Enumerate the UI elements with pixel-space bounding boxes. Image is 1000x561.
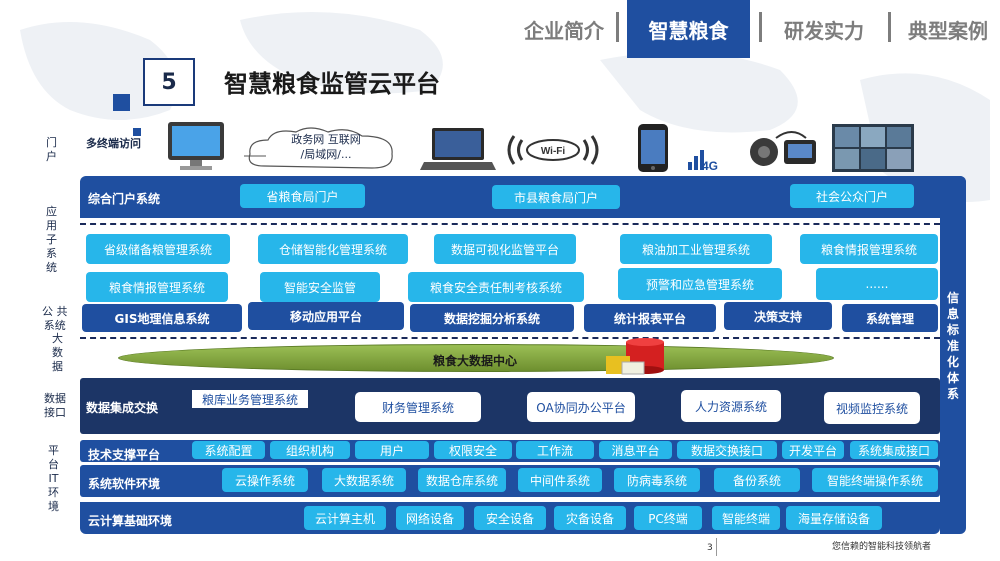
divider-dashed <box>80 337 940 339</box>
wifi-text: Wi-Fi <box>541 146 566 157</box>
tech-item[interactable]: 组织机构 <box>270 441 350 459</box>
infra-item[interactable]: PC终端 <box>634 506 702 530</box>
infra-item[interactable]: 海量存储设备 <box>786 506 882 530</box>
multi-terminal-label: 多终端访问 <box>86 137 141 150</box>
vehicle-device-icon <box>750 131 816 166</box>
public-system[interactable]: 系统管理 <box>842 304 938 332</box>
infra-band-title: 云计算基础环境 <box>88 514 173 528</box>
tech-item[interactable]: 权限安全 <box>434 441 512 459</box>
tech-item[interactable]: 消息平台 <box>599 441 672 459</box>
software-item[interactable]: 备份系统 <box>714 468 800 492</box>
label-platform-it: 平 台 IT 环 境 <box>48 444 59 513</box>
nav-tab-smart-grain[interactable]: 智慧粮食 <box>627 0 750 58</box>
integration-item[interactable]: 粮库业务管理系统 <box>192 390 308 408</box>
footer-divider <box>716 538 717 556</box>
decor-square <box>133 128 141 136</box>
app-subsystem[interactable]: 粮食情报管理系统 <box>800 234 938 264</box>
app-subsystem[interactable]: 粮食安全责任制考核系统 <box>408 272 584 302</box>
software-band <box>80 465 940 497</box>
portal-item[interactable]: 省粮食局门户 <box>240 184 365 208</box>
infra-item[interactable]: 网络设备 <box>396 506 464 530</box>
page-number: 3 <box>707 543 713 553</box>
tech-band-title: 技术支撑平台 <box>88 448 161 462</box>
divider-dashed <box>80 223 940 225</box>
network-cloud-icon <box>244 127 393 169</box>
integration-item[interactable]: 人力资源系统 <box>681 390 781 422</box>
portal-item[interactable]: 市县粮食局门户 <box>492 185 620 209</box>
app-subsystem[interactable]: 粮食情报管理系统 <box>86 272 228 302</box>
database-icon <box>606 338 664 375</box>
public-system[interactable]: 统计报表平台 <box>584 304 716 332</box>
tech-item[interactable]: 系统集成接口 <box>850 441 938 459</box>
signal-4g-icon: 4G <box>688 150 718 173</box>
infra-item[interactable]: 智能终端 <box>712 506 780 530</box>
app-subsystem[interactable]: 仓储智能化管理系统 <box>258 234 408 264</box>
infra-item[interactable]: 云计算主机 <box>304 506 386 530</box>
integration-item[interactable]: 财务管理系统 <box>355 392 481 422</box>
video-wall-icon <box>832 124 914 172</box>
nav-divider <box>616 12 619 42</box>
app-subsystem[interactable]: 智能安全监管 <box>260 272 380 302</box>
portal-item[interactable]: 社会公众门户 <box>790 184 914 208</box>
public-system[interactable]: 数据挖掘分析系统 <box>410 304 574 332</box>
app-subsystem[interactable]: 省级储备粮管理系统 <box>86 234 230 264</box>
smartphone-icon <box>638 124 668 172</box>
label-app-subsystems: 应 用 子 系 统 <box>46 205 57 274</box>
integration-item[interactable]: OA协同办公平台 <box>527 392 635 422</box>
nav-tab-rd[interactable]: 研发实力 <box>784 18 864 43</box>
label-data-interface: 数据 接口 <box>44 392 66 419</box>
infra-item[interactable]: 安全设备 <box>474 506 546 530</box>
public-system[interactable]: 决策支持 <box>724 302 832 330</box>
software-item[interactable]: 中间件系统 <box>518 468 602 492</box>
public-system[interactable]: 移动应用平台 <box>248 302 404 330</box>
page-title: 智慧粮食监管云平台 <box>224 70 440 98</box>
public-system[interactable]: GIS地理信息系统 <box>82 304 242 332</box>
app-subsystem[interactable]: 粮油加工业管理系统 <box>620 234 772 264</box>
nav-divider <box>759 12 762 42</box>
app-subsystem-more[interactable]: ...... <box>816 268 938 300</box>
footer-slogan: 您信赖的智能科技领航者 <box>832 542 932 552</box>
section-number: 5 <box>143 58 195 106</box>
software-item[interactable]: 大数据系统 <box>322 468 406 492</box>
network-cloud-text: 政务网 互联网 /局域网/... <box>291 133 361 161</box>
tech-item[interactable]: 开发平台 <box>782 441 844 459</box>
infra-item[interactable]: 灾备设备 <box>554 506 626 530</box>
bigdata-center-label: 粮食大数据中心 <box>432 354 517 368</box>
app-subsystem[interactable]: 预警和应急管理系统 <box>618 268 782 300</box>
bigdata-ellipse <box>118 344 834 372</box>
software-band-title: 系统软件环境 <box>88 477 161 491</box>
tech-item[interactable]: 用户 <box>355 441 429 459</box>
label-public-systems: 公 共 系统 <box>42 305 68 332</box>
software-item[interactable]: 数据仓库系统 <box>418 468 506 492</box>
nav-tab-company[interactable]: 企业简介 <box>524 18 604 43</box>
tech-item[interactable]: 数据交换接口 <box>677 441 777 459</box>
label-portal: 门 户 <box>46 136 57 163</box>
integration-item[interactable]: 视频监控系统 <box>824 392 920 424</box>
tech-item[interactable]: 系统配置 <box>192 441 265 459</box>
standards-label: 信息标准化体系 <box>946 291 959 401</box>
app-subsystem[interactable]: 数据可视化监管平台 <box>434 234 576 264</box>
nav-tab-cases[interactable]: 典型案例 <box>908 18 988 43</box>
portal-band-title: 综合门户系统 <box>88 192 161 206</box>
label-bigdata: 大 数 据 <box>52 332 63 373</box>
fourg-text: 4G <box>702 159 718 173</box>
wifi-icon: Wi-Fi <box>507 135 599 165</box>
standards-sidebar <box>940 176 966 534</box>
software-item[interactable]: 云操作系统 <box>222 468 308 492</box>
tech-item[interactable]: 工作流 <box>516 441 594 459</box>
software-item[interactable]: 智能终端操作系统 <box>812 468 938 492</box>
software-item[interactable]: 防病毒系统 <box>614 468 700 492</box>
nav-divider <box>888 12 891 42</box>
decor-square <box>113 94 130 111</box>
integration-band-title: 数据集成交换 <box>86 401 159 415</box>
laptop-icon <box>420 128 496 170</box>
monitor-icon <box>168 122 224 170</box>
